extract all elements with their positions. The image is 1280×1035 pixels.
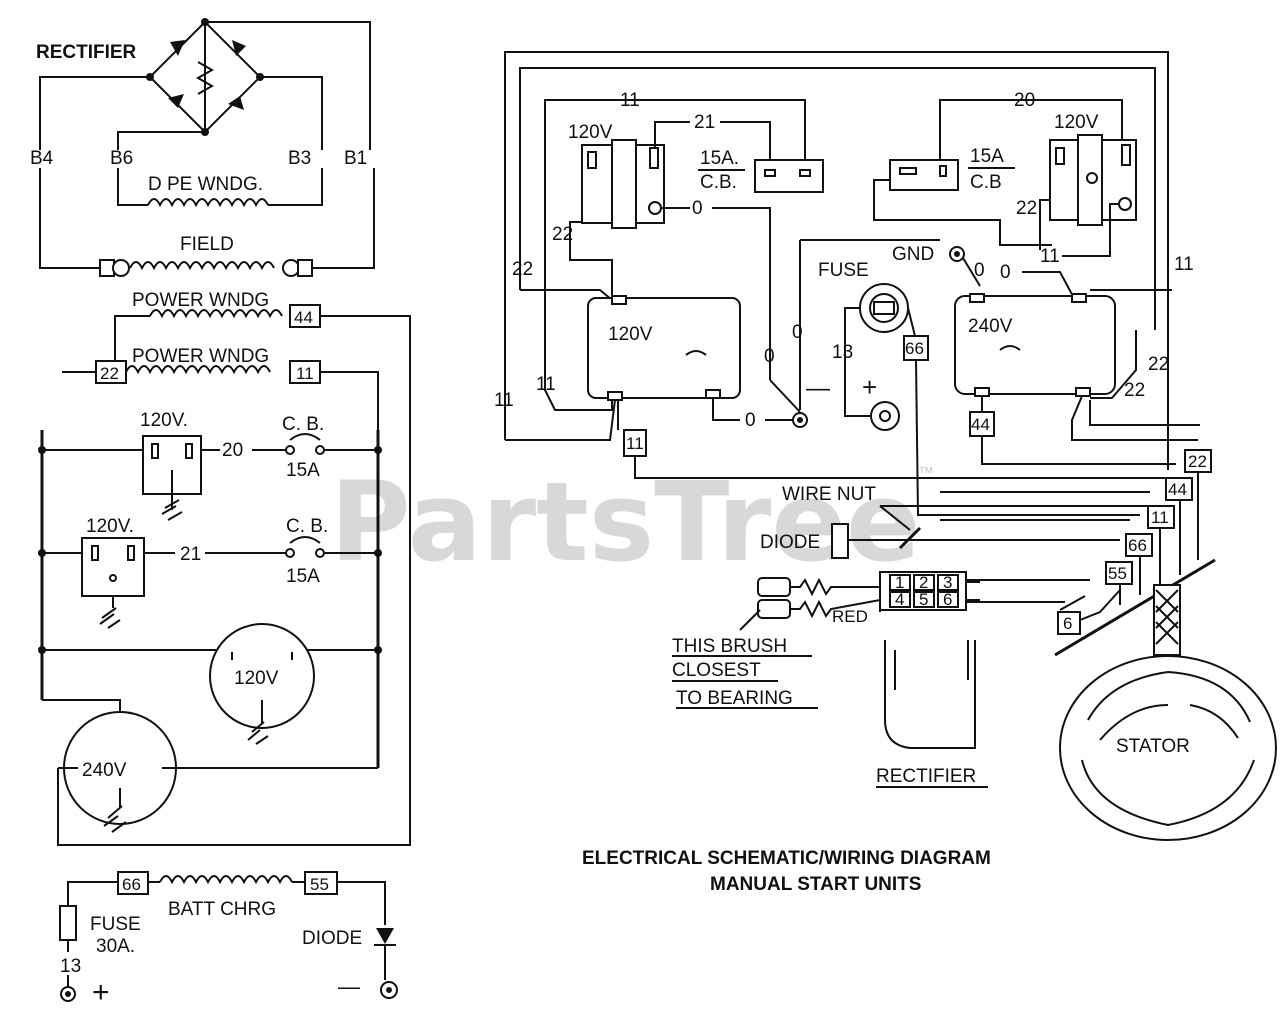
cb2-rating: 15A — [286, 566, 320, 587]
stator-label: STATOR — [1116, 736, 1190, 757]
wire-0-b: 0 — [764, 346, 775, 367]
term-66-wiring: 66 — [905, 339, 924, 358]
watermark-tm: ™ — [918, 465, 934, 482]
left-cb-label: C.B. — [700, 172, 737, 193]
wire-11-top: 11 — [620, 90, 640, 111]
stack-55: 55 — [1108, 564, 1127, 583]
brush-note-2: CLOSEST — [672, 660, 761, 681]
left-recept-label: 120V — [568, 122, 613, 143]
term-11-bottom: 11 — [626, 434, 644, 453]
stack-66: 66 — [1128, 536, 1147, 555]
wire-20: 20 — [1014, 90, 1035, 111]
wire-0-right-b: 0 — [1000, 262, 1011, 283]
block-5: 5 — [919, 590, 928, 609]
wire-11-l1: 11 — [494, 390, 514, 411]
minus-wiring: — — [806, 375, 830, 402]
gnd-label: GND — [892, 244, 934, 265]
plus-wiring: + — [862, 372, 877, 402]
brush-note-3: TO BEARING — [676, 688, 793, 709]
dpe-winding-label: D PE WNDG. — [148, 174, 263, 195]
term-11: 11 — [296, 364, 314, 383]
wire-22b: 22 — [512, 259, 533, 280]
term-44-wiring: 44 — [971, 415, 990, 434]
wire-22-r1: 22 — [1148, 354, 1169, 375]
stack-44: 44 — [1168, 480, 1187, 499]
right-cb-rating: 15A — [970, 146, 1004, 167]
b1-label: B1 — [344, 148, 367, 169]
b4-label: B4 — [30, 148, 54, 169]
diode-label-wiring: DIODE — [760, 532, 820, 553]
term-44: 44 — [294, 308, 313, 327]
left-cb-rating: 15A. — [700, 148, 739, 169]
recept1-label: 120V. — [140, 410, 188, 431]
wire-11-l2: 11 — [536, 374, 556, 395]
wire-nut-label: WIRE NUT — [782, 484, 876, 505]
recept2-label: 120V. — [86, 516, 134, 537]
batt-term-55: 55 — [310, 875, 329, 894]
cb1-label: C. B. — [282, 414, 324, 435]
wire-22-right: 22 — [1016, 198, 1037, 219]
fuse-label-wiring: FUSE — [818, 260, 869, 281]
plus-sign: + — [92, 976, 110, 1009]
minus-sign: — — [338, 974, 360, 999]
wire-22-r2: 22 — [1124, 380, 1145, 401]
wire-0-a: 0 — [745, 410, 756, 431]
batt-term-66: 66 — [122, 875, 141, 894]
term-22: 22 — [100, 364, 119, 383]
rectifier-label: RECTIFIER — [36, 42, 137, 63]
recept2-wire: 21 — [180, 544, 201, 565]
lower-left-recept-label: 120V — [608, 324, 653, 345]
power-winding-1-label: POWER WNDG — [132, 290, 269, 311]
block-4: 4 — [895, 590, 904, 609]
wire-0-right: 0 — [974, 260, 985, 281]
left-schematic: RECTIFIER B4 B6 B3 B1 D PE WNDG. FIELD — [30, 18, 411, 1009]
block-1: 1 — [895, 573, 904, 592]
red-label: RED — [832, 607, 868, 626]
batt-charge-label: BATT CHRG — [168, 899, 276, 920]
fuse-label: FUSE — [90, 914, 141, 935]
b3-label: B3 — [288, 148, 311, 169]
field-label: FIELD — [180, 234, 234, 255]
diagram-title-2: MANUAL START UNITS — [710, 874, 921, 895]
wire-0-c: 0 — [792, 322, 803, 343]
recept1-wire: 20 — [222, 440, 243, 461]
cb2-label: C. B. — [286, 516, 328, 537]
block-3: 3 — [943, 573, 952, 592]
terminal-block: 1 2 3 4 5 6 — [889, 573, 959, 609]
block-2: 2 — [919, 573, 928, 592]
stack-11: 11 — [1151, 508, 1169, 527]
watermark: PartsTree — [330, 458, 921, 586]
diode-label: DIODE — [302, 928, 362, 949]
right-cb-label: C.B — [970, 172, 1002, 193]
lower-right-recept-label: 240V — [968, 316, 1013, 337]
diagram-title-1: ELECTRICAL SCHEMATIC/WIRING DIAGRAM — [582, 848, 991, 869]
right-wiring: 11 20 120V 21 15A. C.B. 0 22 22 120V 1 — [494, 51, 1277, 841]
power-winding-2-label: POWER WNDG — [132, 346, 269, 367]
fuse-rating: 30A. — [96, 936, 135, 957]
stack-22: 22 — [1188, 452, 1207, 471]
wire-21: 21 — [694, 112, 715, 133]
cb1-rating: 15A — [286, 460, 320, 481]
wire-0-left: 0 — [692, 198, 703, 219]
rectifier-bridge — [39, 18, 371, 150]
right-recept-label: 120V — [1054, 112, 1099, 133]
twistlock-120-label: 120V — [234, 668, 279, 689]
twistlock-240-label: 240V — [82, 760, 127, 781]
wire-11-r: 11 — [1174, 254, 1194, 275]
stack-6: 6 — [1063, 614, 1072, 633]
wire-13-label: 13 — [60, 956, 81, 977]
b6-label: B6 — [110, 148, 133, 169]
wire-13-wiring: 13 — [832, 342, 853, 363]
block-6: 6 — [943, 590, 952, 609]
wire-11-right: 11 — [1040, 246, 1060, 267]
wire-22a: 22 — [552, 224, 573, 245]
rectifier-part-label: RECTIFIER — [876, 766, 976, 787]
brush-note-1: THIS BRUSH — [672, 636, 787, 657]
